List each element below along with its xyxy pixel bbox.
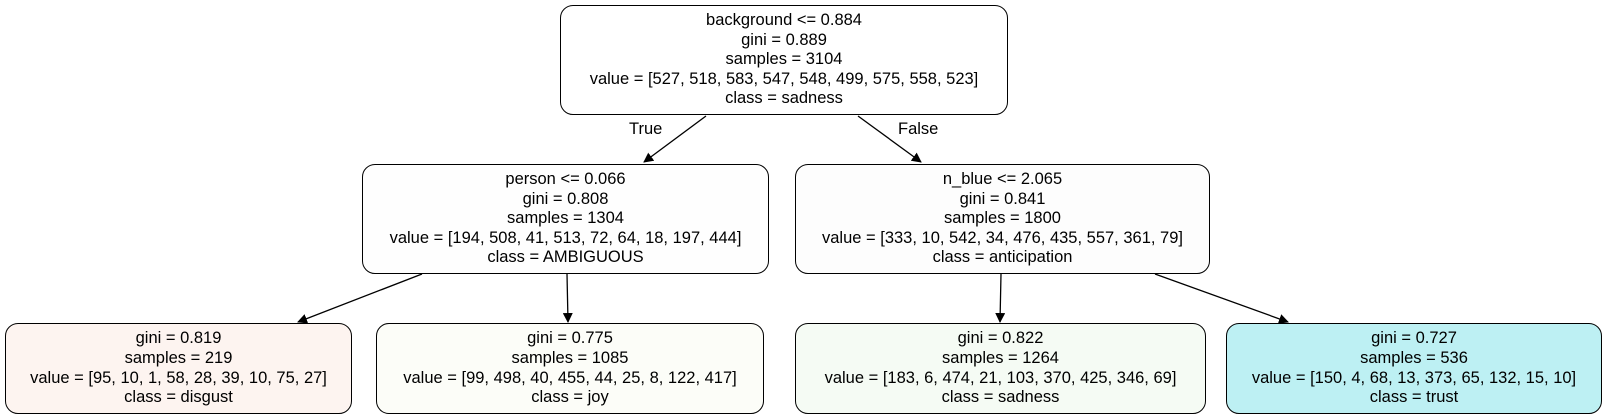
node-samples: samples = 3104 (725, 50, 843, 69)
node-gini: gini = 0.727 (1371, 329, 1457, 348)
tree-leaf-sadness: gini = 0.822 samples = 1264 value = [183… (795, 323, 1206, 414)
tree-node-root: background <= 0.884 gini = 0.889 samples… (560, 5, 1008, 115)
node-gini: gini = 0.808 (522, 189, 609, 208)
edge-label-false: False (898, 120, 939, 138)
node-value: value = [194, 508, 41, 513, 72, 64, 18, … (389, 228, 742, 247)
node-value: value = [95, 10, 1, 58, 28, 39, 10, 75, … (30, 368, 327, 387)
node-split: background <= 0.884 (706, 11, 862, 30)
node-gini: gini = 0.819 (135, 329, 222, 348)
tree-leaf-disgust: gini = 0.819 samples = 219 value = [95, … (5, 323, 352, 414)
node-samples: samples = 1264 (942, 348, 1059, 367)
edge-left-leaflr (562, 273, 573, 323)
node-class: class = anticipation (932, 248, 1073, 267)
node-class: class = trust (1369, 388, 1459, 407)
node-value: value = [150, 4, 68, 13, 373, 65, 132, 1… (1251, 368, 1577, 387)
node-gini: gini = 0.822 (957, 329, 1044, 348)
node-value: value = [183, 6, 474, 21, 103, 370, 425,… (824, 368, 1177, 387)
node-value: value = [99, 498, 40, 455, 44, 25, 8, 12… (403, 368, 737, 387)
node-split: person <= 0.066 (505, 170, 626, 189)
node-value: value = [333, 10, 542, 34, 476, 435, 557… (821, 228, 1183, 247)
node-class: class = disgust (124, 388, 233, 407)
tree-leaf-trust: gini = 0.727 samples = 536 value = [150,… (1226, 323, 1602, 414)
node-samples: samples = 1800 (944, 209, 1061, 228)
edge-right-leafrr (1154, 273, 1289, 324)
node-split: n_blue <= 2.065 (942, 170, 1063, 189)
tree-node-right: n_blue <= 2.065 gini = 0.841 samples = 1… (795, 164, 1210, 274)
node-gini: gini = 0.889 (741, 30, 827, 49)
tree-node-left: person <= 0.066 gini = 0.808 samples = 1… (362, 164, 769, 274)
node-value: value = [527, 518, 583, 547, 548, 499, 5… (589, 69, 979, 88)
node-class: class = sadness (941, 388, 1060, 407)
node-samples: samples = 1085 (511, 348, 629, 367)
edge-root-right (857, 115, 922, 163)
tree-leaf-joy: gini = 0.775 samples = 1085 value = [99,… (376, 323, 764, 414)
node-class: class = AMBIGUOUS (487, 248, 644, 267)
node-gini: gini = 0.775 (527, 329, 613, 348)
edge-label-true: True (629, 120, 663, 138)
node-gini: gini = 0.841 (959, 189, 1046, 208)
node-samples: samples = 219 (124, 348, 233, 367)
node-class: class = sadness (725, 89, 843, 108)
node-samples: samples = 1304 (507, 209, 624, 228)
node-samples: samples = 536 (1360, 348, 1468, 367)
node-class: class = joy (531, 388, 609, 407)
edge-right-leafrl (995, 273, 1006, 323)
edge-root-left (643, 115, 707, 163)
edge-left-leafll (297, 273, 423, 324)
